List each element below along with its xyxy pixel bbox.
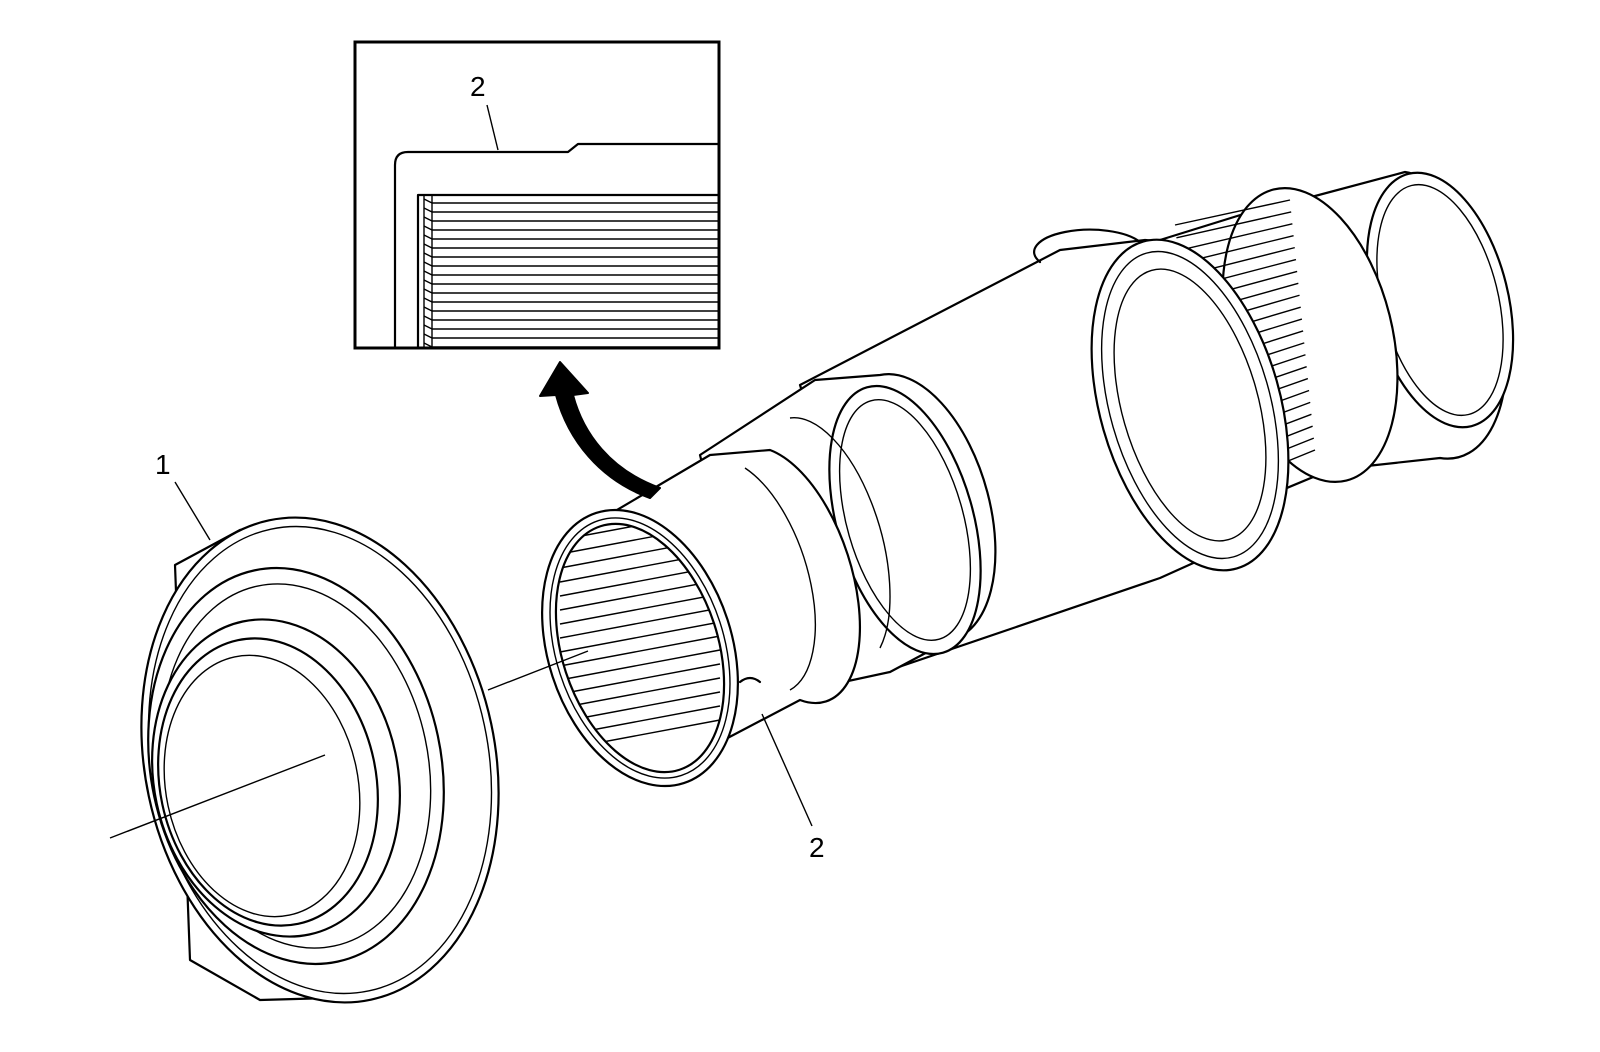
callout-seal-1: 1: [155, 449, 211, 541]
callout-label-groove: 2: [809, 832, 825, 863]
detail-inset: [353, 40, 721, 350]
input-shaft: [541, 170, 1515, 788]
front-seal: [140, 516, 500, 1004]
callout-label-seal: 1: [155, 449, 171, 480]
callout-groove-2: 2: [761, 713, 825, 863]
callout-label-inset: 2: [470, 71, 486, 102]
curved-arrow-icon: [539, 361, 661, 499]
callout-inset-2: 2: [470, 71, 499, 151]
shaft-front-bore: [541, 448, 862, 788]
centerline: [109, 650, 589, 839]
